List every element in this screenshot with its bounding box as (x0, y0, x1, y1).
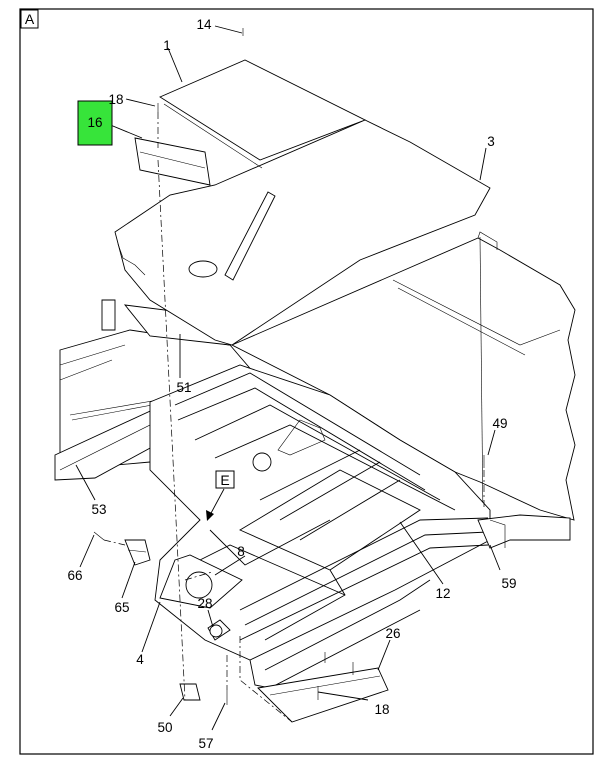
plate-26-edge (269, 675, 381, 696)
view-marker-arrowhead (206, 510, 214, 521)
callout-1[interactable]: 1 (163, 38, 171, 53)
callout-49[interactable]: 49 (492, 416, 507, 431)
callout-8[interactable]: 8 (237, 544, 245, 559)
callout-4[interactable]: 4 (136, 652, 144, 667)
callout-labels: 14 1 18 16 3 51 49 53 8 12 59 66 65 28 4… (67, 17, 516, 751)
callout-12[interactable]: 12 (435, 586, 450, 601)
highlight-box (77, 100, 113, 146)
callout-51[interactable]: 51 (176, 380, 191, 395)
callout-16[interactable]: 16 (87, 115, 102, 130)
pin-66 (93, 531, 105, 541)
callout-50[interactable]: 50 (157, 720, 172, 735)
plate-26-studs (317, 652, 354, 700)
leader-lines (75, 25, 501, 731)
callout-53[interactable]: 53 (91, 502, 106, 517)
washer-50 (179, 683, 201, 701)
callout-26[interactable]: 26 (385, 626, 400, 641)
callout-18-lower[interactable]: 18 (374, 702, 389, 717)
callout-65[interactable]: 65 (114, 600, 129, 615)
drawing-border (19, 8, 594, 755)
plate-26 (257, 667, 389, 723)
bracket-65 (124, 539, 151, 566)
bracket-16 (134, 137, 211, 186)
view-marker-box (215, 470, 235, 489)
callout-57[interactable]: 57 (198, 736, 213, 751)
callout-18[interactable]: 18 (108, 92, 123, 107)
callout-3[interactable]: 3 (487, 134, 495, 149)
chassis-frame (149, 364, 571, 689)
floor-plate-3 (114, 119, 491, 346)
callout-66[interactable]: 66 (67, 568, 82, 583)
frame-letter: A (25, 11, 35, 27)
callout-14[interactable]: 14 (196, 17, 212, 32)
callout-59[interactable]: 59 (501, 576, 516, 591)
view-marker-arrow (209, 488, 225, 516)
view-marker: E (220, 472, 229, 488)
top-panel-1 (159, 59, 367, 169)
callout-28[interactable]: 28 (197, 596, 212, 611)
frame-letter-box (20, 9, 39, 29)
alignment-lines (103, 112, 485, 723)
